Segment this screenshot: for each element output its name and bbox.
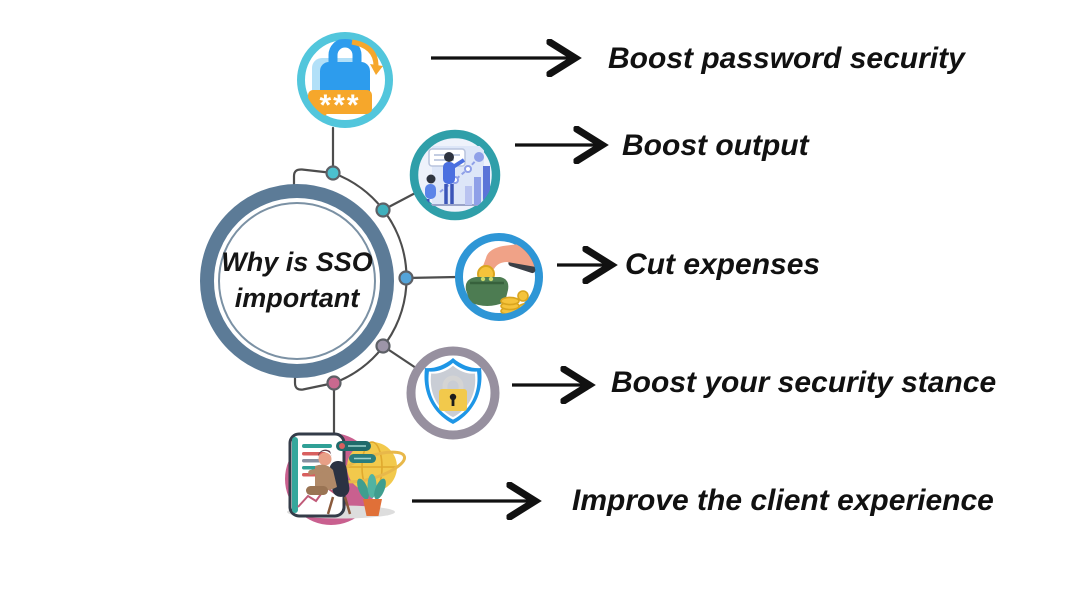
node-4 — [375, 338, 391, 354]
password-mask-text: *** — [319, 89, 360, 122]
node-1 — [325, 165, 341, 181]
bar-3 — [483, 166, 490, 205]
person-in-chair — [306, 449, 352, 515]
bar-1 — [465, 186, 472, 205]
lock-shackle — [328, 39, 362, 64]
customer-support-icon — [285, 432, 407, 525]
password-banner — [308, 90, 372, 114]
center-title: Why is SSO important — [197, 184, 397, 378]
hand — [483, 242, 536, 269]
gold-lock-shackle — [442, 375, 464, 391]
bar-2 — [474, 177, 481, 205]
branch-nodes — [325, 165, 414, 391]
chat-bubbles — [336, 441, 376, 463]
node-5 — [326, 375, 342, 391]
plant — [357, 474, 386, 516]
refresh-arrow — [351, 39, 379, 67]
label-boost-password-security: Boost password security — [608, 42, 965, 75]
shield-lock-icon — [406, 346, 500, 440]
node-2 — [375, 202, 391, 218]
connector-bottom-elbow — [293, 366, 336, 391]
save-money-icon — [455, 233, 543, 321]
center-circle — [200, 184, 394, 378]
center-title-line2: important — [234, 283, 360, 313]
password-lock-icon: *** — [297, 32, 393, 128]
label-boost-security-stance: Boost your security stance — [611, 366, 997, 399]
person-standing — [443, 152, 466, 204]
label-arrows — [412, 58, 608, 501]
center-title-line1: Why is SSO — [221, 247, 373, 278]
label-cut-expenses: Cut expenses — [625, 248, 821, 281]
productivity-chart-icon — [409, 129, 501, 221]
node-3 — [398, 270, 414, 286]
label-boost-output: Boost output — [622, 129, 809, 162]
connector-branch-3 — [404, 275, 459, 280]
label-improve-client-experience: Improve the client experience — [572, 484, 994, 517]
connector-top-elbow — [292, 168, 335, 194]
person-crouching — [425, 174, 436, 205]
